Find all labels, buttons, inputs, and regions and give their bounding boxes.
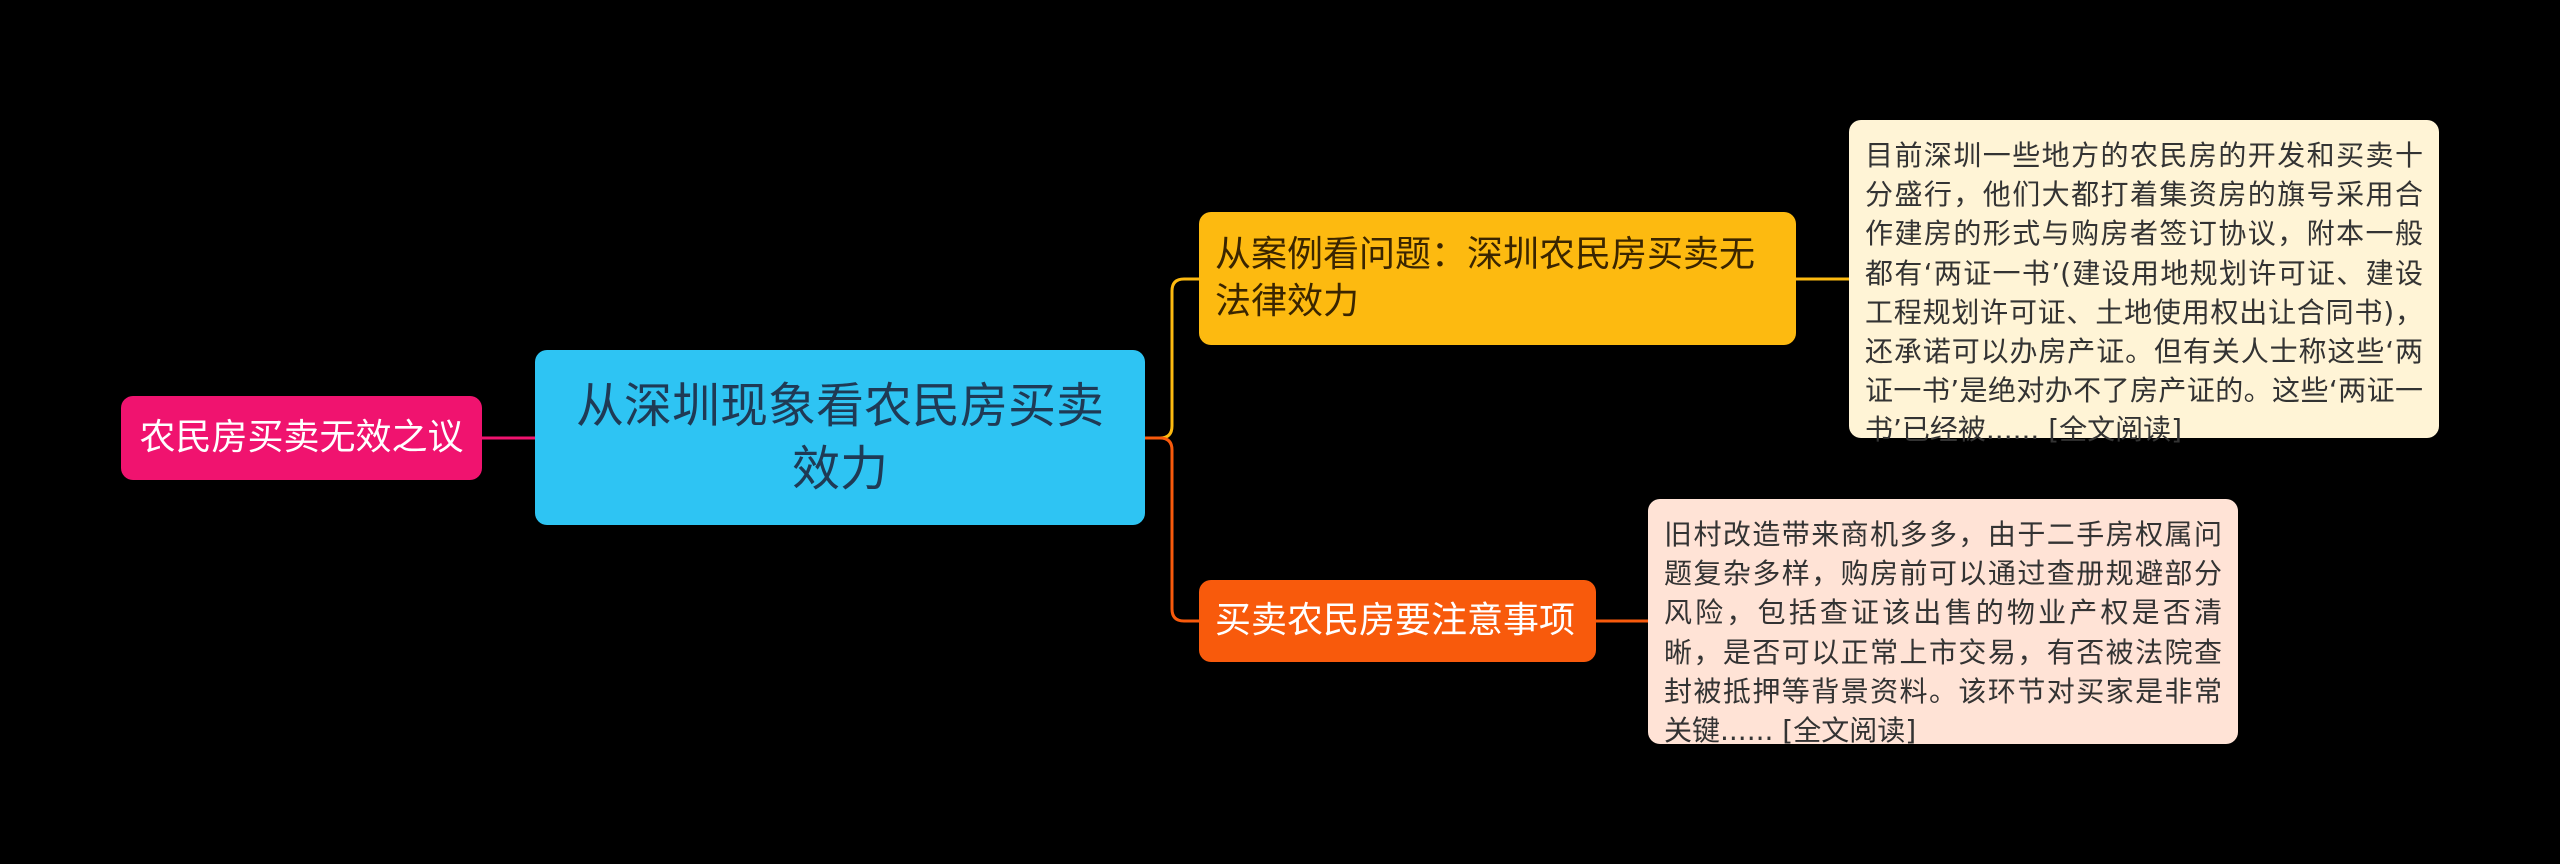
- connector-case-topic: [1145, 277, 1199, 440]
- topic-case-study-label: 从案例看问题：深圳农民房买卖无法律效力: [1215, 233, 1756, 322]
- note-purchase-notice[interactable]: 旧村改造带来商机多多，由于二手房权属问题复杂多样，购房前可以通过查册规避部分风险…: [1648, 499, 2238, 747]
- topic-purchase-notice[interactable]: 买卖农民房要注意事项: [1199, 580, 1596, 662]
- topic-invalid-sale-label: 农民房买卖无效之议: [139, 416, 464, 458]
- topic-invalid-sale[interactable]: 农民房买卖无效之议: [121, 396, 482, 480]
- topic-purchase-notice-label: 买卖农民房要注意事项: [1215, 599, 1576, 641]
- central-topic-label: 从深圳现象看农民房买卖效力: [575, 378, 1104, 497]
- note-case-study[interactable]: 目前深圳一些地方的农民房的开发和买卖十分盛行，他们大都打着集资房的旗号采用合作建…: [1849, 120, 2439, 446]
- topic-case-study[interactable]: 从案例看问题：深圳农民房买卖无法律效力: [1199, 212, 1796, 345]
- note-case-study-text: 目前深圳一些地方的农民房的开发和买卖十分盛行，他们大都打着集资房的旗号采用合作建…: [1865, 139, 2423, 447]
- central-topic[interactable]: 从深圳现象看农民房买卖效力: [535, 350, 1145, 525]
- note-purchase-notice-text: 旧村改造带来商机多多，由于二手房权属问题复杂多样，购房前可以通过查册规避部分风险…: [1664, 518, 2222, 747]
- connector-notice-topic: [1145, 436, 1199, 623]
